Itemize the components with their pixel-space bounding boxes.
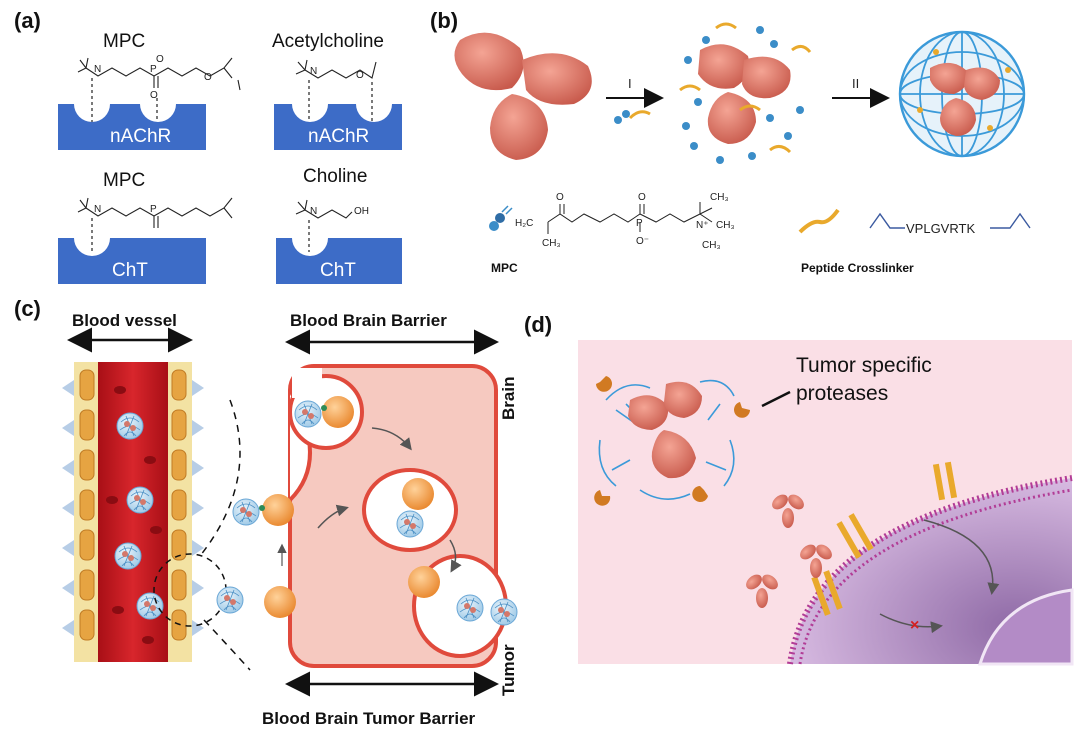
panel-d: (d) Tumor specific proteases xyxy=(524,312,1074,666)
magnify-line-bottom xyxy=(203,619,251,671)
tumor-label: Tumor xyxy=(499,644,518,696)
acetylcholine-title: Acetylcholine xyxy=(272,31,384,52)
chem-n-acetylcholine: N xyxy=(310,66,317,77)
antibody-with-monomers xyxy=(679,22,812,164)
chem-ch3-left: CH₃ xyxy=(542,238,561,249)
panel-c-label: (c) xyxy=(14,296,41,321)
membrane-receptors xyxy=(811,461,958,616)
chem-n-plus: N⁺ xyxy=(696,220,709,231)
peptide-left-vinyl xyxy=(869,212,905,229)
chem-o-acetylcholine: O xyxy=(356,70,364,81)
chem-n-bottom-left: N xyxy=(94,204,101,215)
peptide-legend-icon xyxy=(798,208,840,234)
chem-ch3-right: CH₃ xyxy=(716,220,735,231)
chem-o-minus: O⁻ xyxy=(636,236,649,247)
magnify-line-top xyxy=(199,399,241,557)
choline-title: Choline xyxy=(303,166,367,187)
panel-b: (b) I xyxy=(430,8,1031,275)
chem-h2c: H₂C xyxy=(515,218,533,229)
acetylcholine-structure xyxy=(295,59,377,79)
bbb-label: Blood Brain Barrier xyxy=(290,311,447,330)
chem-o-phosphate: O xyxy=(638,192,646,203)
transporter-complexes xyxy=(216,396,518,626)
chem-p-bottom-left: P xyxy=(150,204,157,215)
brain-label: Brain xyxy=(499,377,518,420)
chem-n-choline: N xyxy=(310,206,317,217)
chem-ch3-top: CH₃ xyxy=(710,192,729,203)
chem-ch3-bottom: CH₃ xyxy=(702,240,721,251)
mpc-structure-top xyxy=(77,57,241,91)
chem-oh-choline: OH xyxy=(354,206,369,217)
peptide-right-vinyl xyxy=(990,212,1031,229)
proteases-label-line1: Tumor specific xyxy=(796,354,932,377)
peptide-legend-label: Peptide Crosslinker xyxy=(801,261,914,275)
mpc-title-bottom: MPC xyxy=(103,170,145,191)
panel-d-label: (d) xyxy=(524,312,552,337)
choline-structure xyxy=(295,199,353,219)
cht-receptor-right xyxy=(276,238,402,284)
panel-c: (c) Blood vessel xyxy=(14,296,518,728)
nanocapsule xyxy=(898,30,1026,158)
nachr-receptor-left xyxy=(58,104,206,150)
chem-o-top-left: O xyxy=(156,54,164,65)
nachr-receptor-right xyxy=(274,104,402,150)
panel-a: (a) MPC N P O O O nAChR Acetylcholine N … xyxy=(14,8,402,284)
nachr-label-left: nAChR xyxy=(110,126,171,147)
chem-p-mpc: P xyxy=(636,218,643,229)
antibody-large xyxy=(454,32,592,160)
mpc-legend-icon xyxy=(489,205,513,231)
chem-p-top-left: P xyxy=(150,64,157,75)
panel-b-label: (b) xyxy=(430,8,458,33)
chem-o2-top-left: O xyxy=(150,90,158,101)
mpc-structure-bottom xyxy=(77,197,233,228)
panel-a-label: (a) xyxy=(14,8,41,33)
proteases-label-line2: proteases xyxy=(796,382,888,405)
blood-vessel-label: Blood vessel xyxy=(72,311,177,330)
chem-o3-top-left: O xyxy=(204,72,212,83)
peptide-sequence: VPLGVRTK xyxy=(906,221,975,236)
mpc-legend-label: MPC xyxy=(491,261,518,275)
cht-label-right: ChT xyxy=(320,260,356,281)
blood-vessel xyxy=(62,362,204,662)
degrading-nanocapsule xyxy=(594,376,750,506)
cht-receptor-left xyxy=(58,238,206,284)
chem-n-top-left: N xyxy=(94,64,101,75)
mpc-chemical-structure xyxy=(547,202,713,234)
mpc-title-top: MPC xyxy=(103,31,145,52)
step-1-label: I xyxy=(628,76,632,91)
proteases-pointer xyxy=(761,390,791,408)
bbtb-label: Blood Brain Tumor Barrier xyxy=(262,709,476,728)
mpc-crosslinker-icons xyxy=(614,110,651,124)
chem-o-carbonyl: O xyxy=(556,192,564,203)
tumor-cell: × xyxy=(787,475,1074,666)
blocked-x-mark: × xyxy=(910,617,919,634)
nachr-label-right: nAChR xyxy=(308,126,369,147)
cht-label-left: ChT xyxy=(112,260,148,281)
step-2-label: II xyxy=(852,76,859,91)
